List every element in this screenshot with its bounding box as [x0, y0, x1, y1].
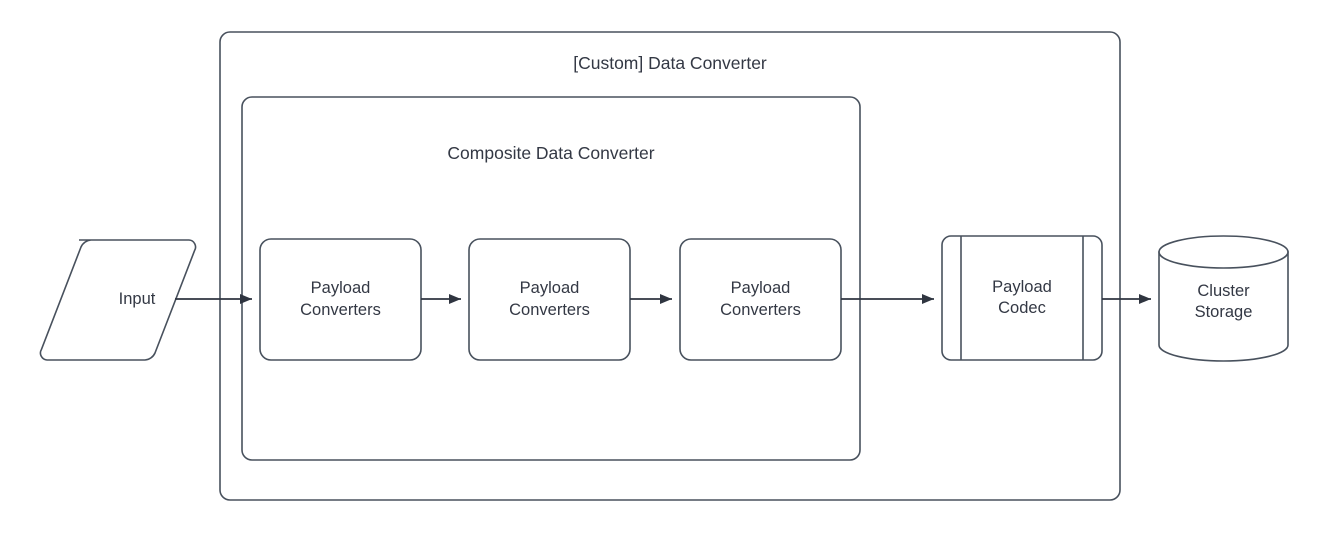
connector-pc3-to-codec	[841, 294, 934, 304]
node-payload-converters-2-shape[interactable]	[468, 238, 631, 361]
node-input-shape[interactable]	[39, 239, 197, 361]
node-payload-converters-3-shape[interactable]	[679, 238, 842, 361]
node-payload-converters-1-shape[interactable]	[259, 238, 422, 361]
node-cluster-storage-top	[1158, 235, 1289, 269]
connector-input-to-pc1	[175, 294, 252, 304]
connector-pc2-to-pc3	[630, 294, 672, 304]
connector-codec-to-storage	[1102, 294, 1151, 304]
node-payload-codec-shape[interactable]	[941, 235, 1103, 361]
connector-pc1-to-pc2	[421, 294, 461, 304]
node-cluster-storage-body[interactable]	[1158, 251, 1289, 362]
